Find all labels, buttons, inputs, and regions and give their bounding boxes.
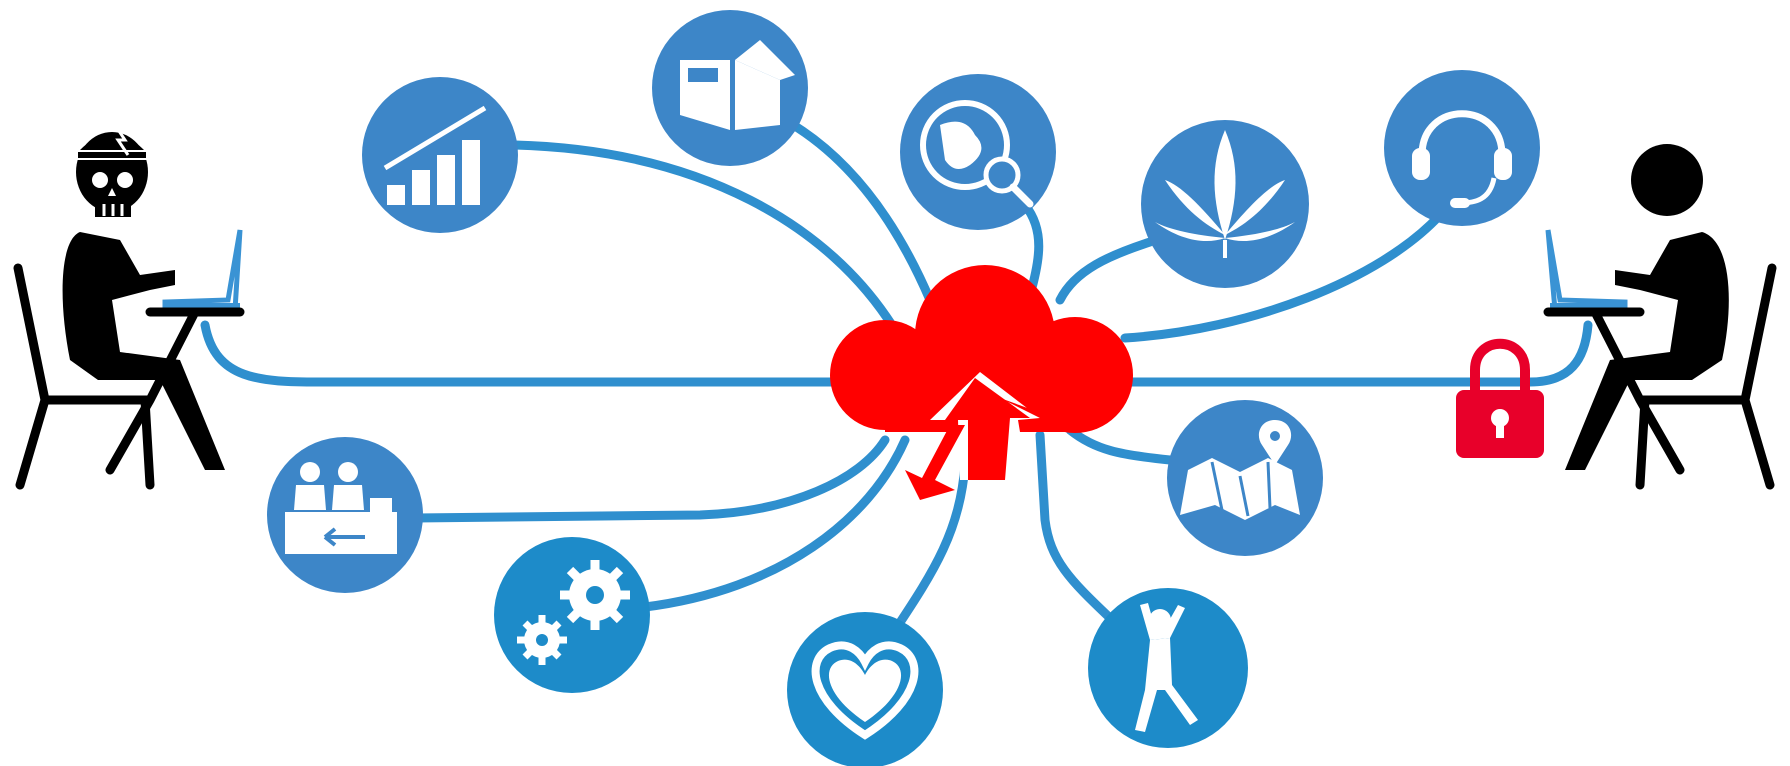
growth-chart-icon bbox=[383, 105, 487, 205]
dancing-person-node bbox=[1088, 588, 1248, 748]
link-dancer bbox=[1035, 430, 1115, 623]
padlock-icon bbox=[1456, 338, 1544, 458]
cloud-upload-download-icon bbox=[830, 265, 1133, 500]
people-desk-icon bbox=[285, 462, 397, 554]
globe-search-node bbox=[900, 74, 1056, 230]
people-desk-node bbox=[267, 437, 423, 593]
link-people-desk bbox=[410, 435, 890, 523]
map-pin-node bbox=[1167, 400, 1323, 556]
globe-search-icon bbox=[920, 100, 1034, 208]
cannabis-leaf-icon bbox=[1155, 130, 1295, 258]
heart-node bbox=[787, 612, 943, 766]
heart-icon bbox=[811, 641, 919, 740]
link-heart bbox=[890, 460, 970, 635]
network-links bbox=[200, 115, 1593, 635]
link-left-user bbox=[200, 320, 865, 387]
link-cannabis bbox=[1055, 237, 1155, 305]
regular-user-icon bbox=[1543, 144, 1777, 490]
link-package-box bbox=[780, 115, 935, 305]
link-gears bbox=[640, 435, 910, 612]
link-right-user bbox=[1115, 320, 1593, 387]
growth-chart-node bbox=[362, 77, 518, 233]
cannabis-leaf-node bbox=[1141, 120, 1309, 288]
hacker-skull-user-icon bbox=[13, 124, 245, 490]
package-box-icon bbox=[680, 40, 795, 130]
headset-support-node bbox=[1384, 70, 1540, 226]
gears-icon bbox=[517, 560, 630, 665]
map-pin-icon bbox=[1180, 420, 1300, 520]
link-headset bbox=[1120, 210, 1445, 343]
link-map bbox=[1065, 425, 1175, 465]
gears-node bbox=[494, 537, 650, 693]
dancing-person-icon bbox=[1135, 603, 1198, 732]
headset-support-icon bbox=[1412, 110, 1512, 208]
service-nodes bbox=[267, 10, 1540, 766]
link-growth-chart bbox=[510, 140, 900, 335]
package-box-node bbox=[652, 10, 808, 166]
